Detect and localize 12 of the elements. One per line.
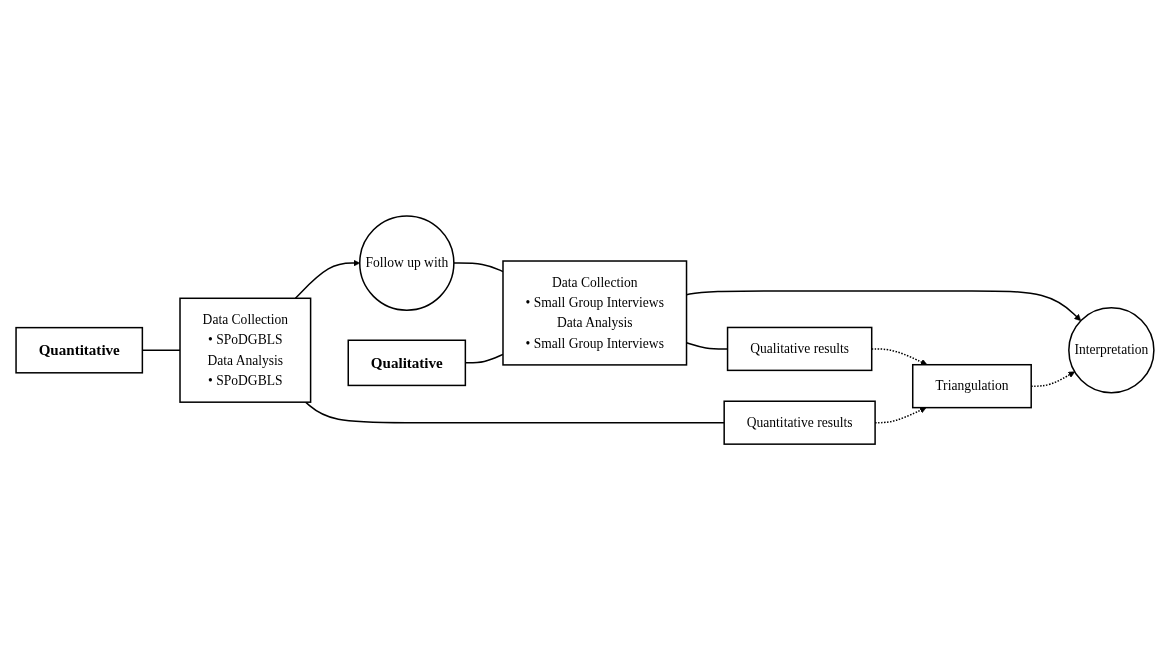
connector (453, 262, 504, 273)
node-circle: Interpretation (1068, 307, 1155, 394)
node-box: Qualitative results (726, 327, 873, 372)
node-box: Data Collection • Small Group Interviews Data Analysis • Small Group Interviews (502, 260, 688, 367)
arrow (871, 348, 928, 366)
node-box: Data Collection • SPoDGBLS Data Analysis • SPoDGBLS (179, 297, 312, 404)
node-box: Qualitative (347, 339, 467, 387)
connector (304, 401, 725, 424)
node-box: Triangulation (912, 364, 1032, 409)
node-circle: Follow up with (359, 215, 455, 312)
node-box: Quantitative (15, 327, 144, 374)
node-box: Quantitative results (723, 400, 876, 446)
